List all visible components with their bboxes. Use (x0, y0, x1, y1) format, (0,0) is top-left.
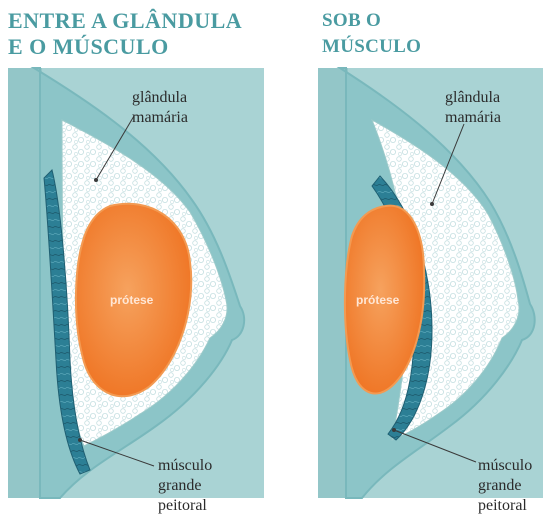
right-gland-leader-dot (430, 202, 434, 206)
right-chest-wall (318, 68, 348, 498)
left-implant-label: prótese (110, 293, 154, 307)
right-gland-label-line2: mamária (445, 109, 501, 126)
right-muscle-leader-dot (392, 428, 396, 432)
right-muscle-label-line1: músculo (478, 457, 532, 474)
left-panel: prótese glândula mamária músculo grande … (8, 68, 264, 514)
right-muscle-label-line3: peitoral (478, 497, 527, 514)
left-muscle-label-line3: peitoral (158, 497, 207, 514)
right-panel: prótese glândula mamária músculo grande … (318, 68, 543, 514)
left-chest-wall (8, 68, 42, 498)
right-implant-label: prótese (356, 293, 400, 307)
right-gland-label-line1: glândula (445, 89, 500, 106)
left-gland-label-line1: glândula (132, 89, 187, 106)
right-muscle-label-line2: grande (478, 477, 522, 494)
left-muscle-label-line2: grande (158, 477, 202, 494)
left-muscle-leader-dot (78, 438, 82, 442)
left-gland-label-line2: mamária (132, 109, 188, 126)
left-muscle-label-line1: músculo (158, 457, 212, 474)
left-gland-leader-dot (94, 178, 98, 182)
